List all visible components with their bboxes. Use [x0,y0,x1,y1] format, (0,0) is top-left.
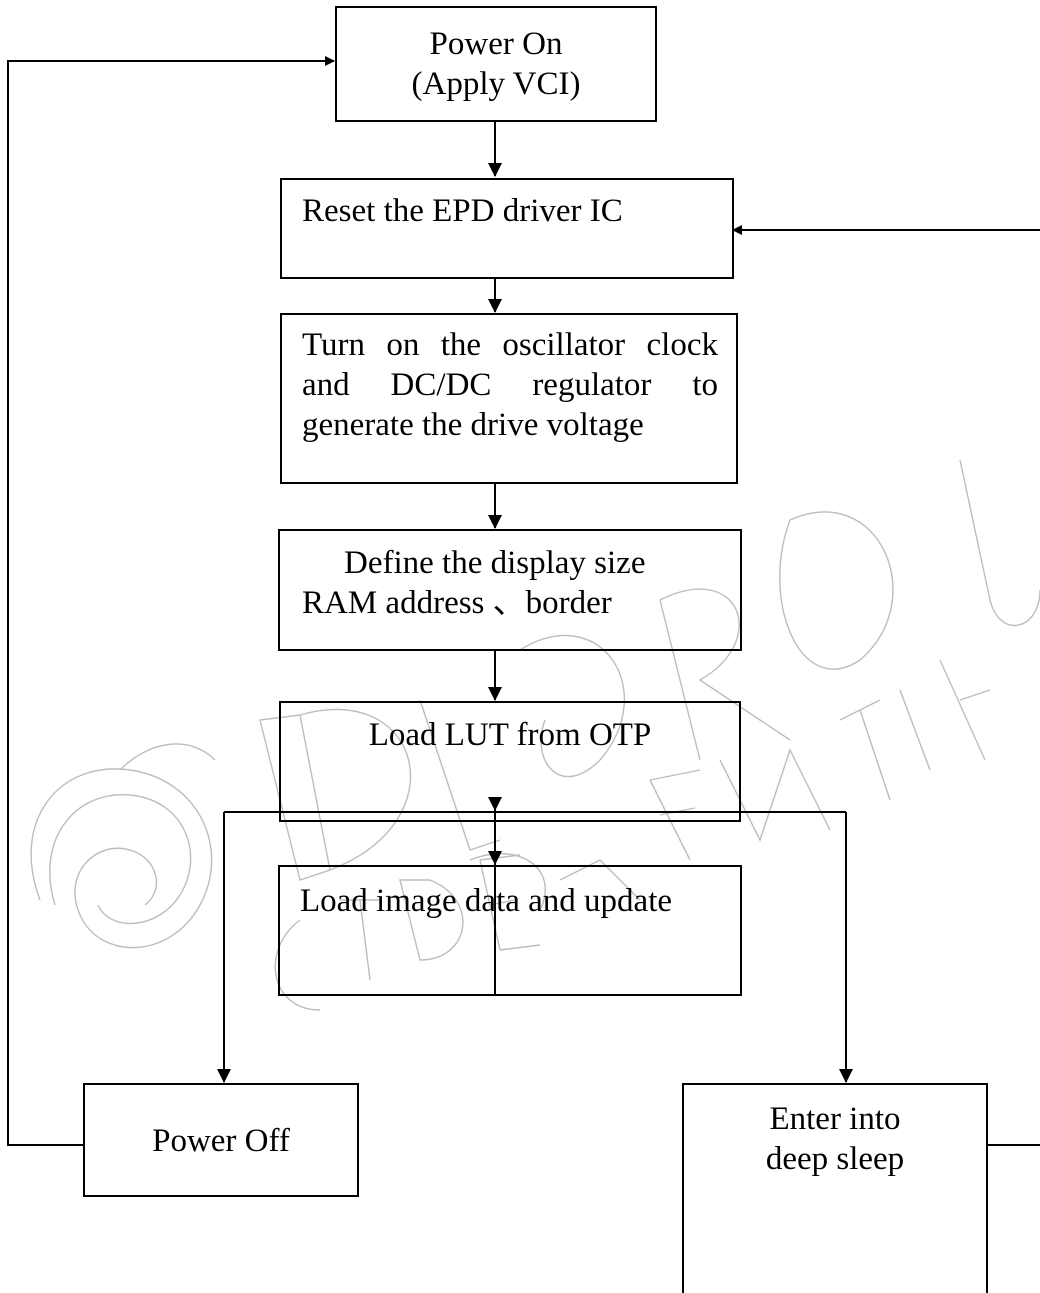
display-size-box: Define the display size RAM address 、bor… [278,529,742,651]
oscillator-box: Turn on the oscillator clock and DC/DC r… [280,313,738,484]
load-image-label: Load image data and update [300,883,673,919]
power-on-box: Power On (Apply VCI) [335,6,657,122]
oscillator-label-1: Turn on the oscillator clock [302,327,718,363]
oscillator-label-2: and DC/DC regulator to [302,367,718,403]
deep-sleep-box: Enter into deep sleep [682,1083,988,1293]
display-size-label-2: RAM address 、border [302,585,612,621]
load-lut-label: Load LUT from OTP [368,717,652,753]
display-size-label-1: Define the display size [344,545,646,581]
reset-label: Reset the EPD driver IC [302,193,623,229]
reset-box: Reset the EPD driver IC [280,178,734,279]
deep-sleep-label-1: Enter into [769,1101,901,1137]
power-on-label: Power On [429,26,563,62]
deep-sleep-label-2: deep sleep [765,1141,905,1177]
power-off-label: Power Off [152,1123,290,1159]
power-on-sublabel: (Apply VCI) [411,66,581,102]
oscillator-label-3: generate the drive voltage [302,407,644,443]
power-off-box: Power Off [83,1083,359,1197]
load-image-box: Load image data and update [278,865,742,996]
load-lut-box: Load LUT from OTP [279,701,741,822]
